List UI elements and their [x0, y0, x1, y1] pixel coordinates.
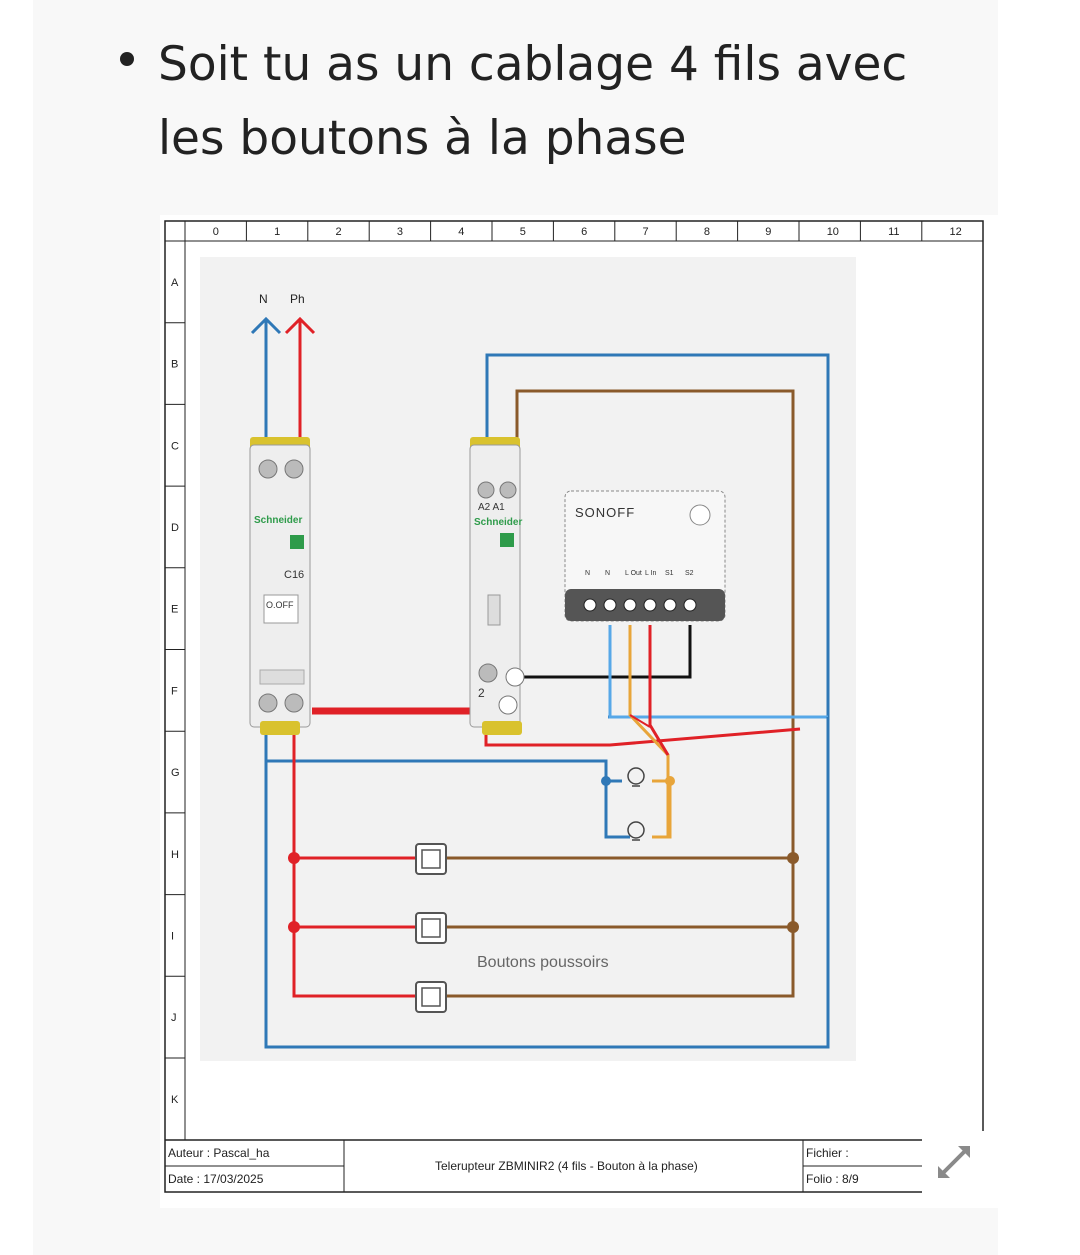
breaker-brand: Schneider — [254, 515, 302, 526]
folio-label: Folio : 8/9 — [806, 1172, 859, 1186]
column-label-7: 7 — [643, 226, 649, 238]
buttons-label: Boutons poussoirs — [477, 954, 609, 971]
column-label-8: 8 — [704, 226, 710, 238]
remote-switch-relay: A2 A1 Schneider 2 — [469, 437, 525, 735]
breaker-off-label: O.OFF — [266, 600, 294, 610]
push-button-1 — [415, 843, 447, 875]
row-label-K: K — [171, 1094, 179, 1106]
column-label-4: 4 — [458, 226, 464, 238]
breaker-model: C16 — [284, 569, 304, 581]
sonoff-terminal-label: S2 — [685, 570, 694, 577]
sonoff-terminal-screw — [683, 598, 697, 612]
column-label-12: 12 — [950, 226, 962, 238]
date-label: Date : 17/03/2025 — [168, 1172, 264, 1186]
sonoff-brand: SONOFF — [575, 505, 635, 520]
row-label-H: H — [171, 849, 179, 861]
bullet-dot — [120, 52, 134, 66]
file-label: Fichier : — [806, 1146, 849, 1160]
column-label-2: 2 — [336, 226, 342, 238]
relay-terminals: A2 A1 — [478, 502, 505, 513]
relay-brand: Schneider — [474, 517, 522, 528]
column-label-9: 9 — [765, 226, 771, 238]
sonoff-terminal-label: S1 — [665, 570, 674, 577]
row-label-E: E — [171, 604, 178, 616]
column-label-11: 11 — [888, 226, 899, 238]
lamp-1 — [627, 767, 645, 787]
circuit-breaker: Schneider C16 O.OFF — [249, 437, 311, 735]
expand-image-button[interactable] — [922, 1131, 986, 1193]
column-label-5: 5 — [520, 226, 526, 238]
lamp-2 — [627, 821, 645, 841]
push-button-3 — [415, 981, 447, 1013]
row-label-A: A — [171, 277, 179, 289]
relay-terminal-2: 2 — [478, 686, 485, 700]
column-label-10: 10 — [827, 226, 839, 238]
sonoff-terminal-screw — [583, 598, 597, 612]
sonoff-terminal-screw — [663, 598, 677, 612]
drawing-title: Telerupteur ZBMINIR2 (4 fils - Bouton à … — [435, 1159, 698, 1173]
column-label-3: 3 — [397, 226, 403, 238]
bullet-text: Soit tu as un cablage 4 fils avec les bo… — [158, 37, 908, 166]
row-label-F: F — [171, 685, 178, 697]
sonoff-terminal-label: N — [585, 570, 590, 577]
sonoff-terminal-label: L In — [645, 570, 657, 577]
sonoff-terminal-label: N — [605, 570, 610, 577]
row-label-G: G — [171, 767, 180, 779]
row-label-B: B — [171, 359, 178, 371]
row-label-I: I — [171, 930, 174, 942]
author-label: Auteur : Pascal_ha — [168, 1146, 270, 1160]
sonoff-terminal-screw — [623, 598, 637, 612]
push-button-2 — [415, 912, 447, 944]
row-label-D: D — [171, 522, 179, 534]
row-labels: A B C D E F G H I J K — [165, 277, 185, 1106]
column-label-0: 0 — [213, 226, 219, 238]
row-label-J: J — [171, 1012, 177, 1024]
column-label-6: 6 — [581, 226, 587, 238]
sonoff-terminal-screw — [643, 598, 657, 612]
title-block: Auteur : Pascal_ha Date : 17/03/2025 Tel… — [165, 1139, 983, 1192]
phase-label: Ph — [290, 292, 305, 306]
neutral-label: N — [259, 292, 268, 306]
row-label-C: C — [171, 440, 179, 452]
sonoff-terminal-label: L Out — [625, 570, 642, 577]
sonoff-terminal-screw — [603, 598, 617, 612]
column-label-1: 1 — [274, 226, 280, 238]
expand-diagonal-icon — [938, 1146, 970, 1178]
